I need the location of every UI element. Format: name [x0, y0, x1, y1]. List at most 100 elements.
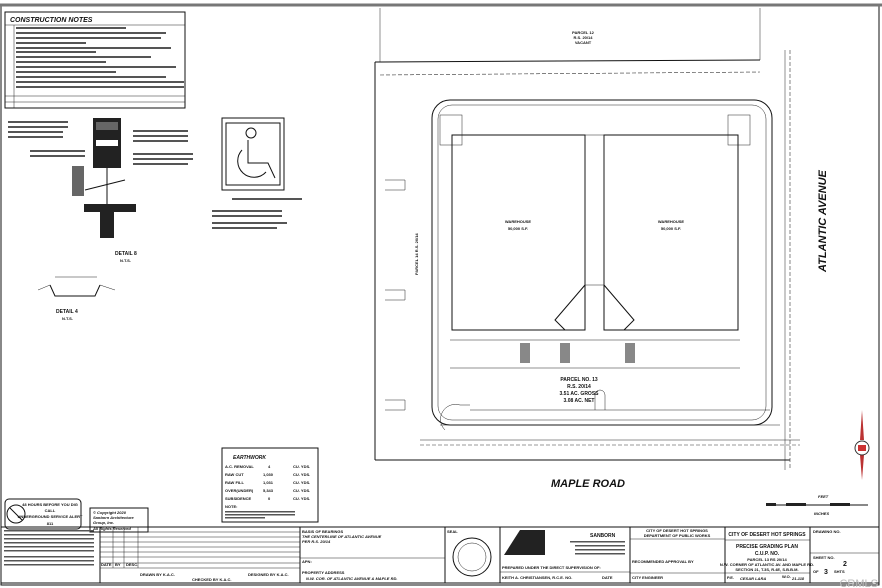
- detail-8-label: DETAIL 8: [115, 251, 137, 257]
- earthwork-label: A.C. REMOVAL: [225, 464, 254, 469]
- parcel-13-net: 3.08 AC. NET: [564, 398, 595, 404]
- engineer-seal: [452, 537, 492, 577]
- earthwork-note-label: NOTE:: [225, 504, 237, 509]
- construction-notes-title: CONSTRUCTION NOTES: [10, 17, 93, 24]
- watermark: CRMLS: [839, 578, 878, 588]
- sheet-total: 3: [824, 569, 828, 576]
- earthwork-value: 5,343: [263, 488, 274, 493]
- of-label: OF: [813, 569, 819, 574]
- wo-label: W.O.: [782, 574, 791, 579]
- location-section: SECTION 21, T.3S, R.4E, S.B.B.M.: [735, 567, 798, 572]
- warehouse-left-label: WAREHOUSE: [505, 219, 532, 224]
- revision-date-header: DATE: [101, 562, 112, 567]
- parcel-12-rs: R.S. 20/14: [574, 35, 594, 40]
- copyright-text: © Copyright 2020: [93, 510, 127, 515]
- dept-city: CITY OF DESERT HOT SPRINGS: [646, 528, 708, 533]
- earthwork-unit: CU. YDS.: [293, 480, 310, 485]
- property-address: N.W. COR. OF ATLANTIC AVENUE & MAPLE RD.: [306, 576, 397, 581]
- copyright-text: All Rights Reserved: [92, 526, 131, 531]
- seal-label: SEAL: [447, 529, 458, 534]
- apn-label: APN:: [302, 559, 312, 564]
- recommended-approval: RECOMMENDED APPROVAL BY: [632, 559, 694, 564]
- parcel-13-rs: R.S. 20/14: [567, 384, 591, 390]
- sheet-no-label: SHEET NO.: [813, 555, 835, 560]
- detail-4-scale: N.T.S.: [62, 316, 73, 321]
- dig-alert-text: UNDERGROUND SERVICE ALERT: [18, 514, 83, 519]
- detail-8-scale: N.T.S.: [120, 258, 131, 263]
- scale-inches-label: INCHES: [814, 511, 829, 516]
- drawing-no-label: DRAWING NO.: [813, 529, 841, 534]
- sheet-border: [0, 4, 880, 586]
- earthwork-label: RAW FILL: [225, 480, 244, 485]
- earthwork-unit: CU. YDS.: [293, 464, 310, 469]
- north-arrow-icon: [854, 410, 870, 480]
- location-corner: N.W. CORNER OF ATLANTIC AV. AND MAPLE RD…: [720, 562, 814, 567]
- plan-title: PRECISE GRADING PLAN: [736, 544, 798, 550]
- basis-of-bearings-label: BASIS OF BEARINGS: [302, 529, 343, 534]
- earthwork-label: OVER(UNDER): [225, 488, 254, 493]
- earthwork-unit: CU. YDS.: [293, 496, 310, 501]
- prepared-under-label: PREPARED UNDER THE DIRECT SUPERVISION OF…: [502, 565, 601, 570]
- firm-name: SANBORN: [590, 533, 616, 539]
- city-title: CITY OF DESERT HOT SPRINGS: [728, 532, 806, 538]
- parcel-13-gross: 3.51 AC. GROSS: [560, 391, 600, 397]
- property-address-label: PROPERTY ADDRESS: [302, 570, 345, 575]
- pe-name: CESAR LARA: [740, 576, 766, 581]
- drawn-by: DRAWN BY K.A.C.: [140, 572, 175, 577]
- parcel-12-label: PARCEL 12: [572, 30, 594, 35]
- checked-by: CHECKED BY K.A.C.: [192, 577, 232, 582]
- basis-of-bearings-ref: PER R.S. 20/14: [302, 539, 331, 544]
- warehouse-left: [451, 134, 586, 331]
- warehouse-right: [603, 134, 739, 331]
- cup-number: C.U.P. NO.: [755, 551, 780, 557]
- title-block: DATE BY DESC. DRAWN BY K.A.C. CHECKED BY…: [0, 526, 880, 584]
- accessible-symbol-detail: [212, 117, 302, 229]
- earthwork-label: RAW CUT: [225, 472, 244, 477]
- copyright-box: © Copyright 2020 Sanborn Architecture Gr…: [89, 507, 149, 533]
- parcel-13-label: PARCEL NO. 13: [560, 377, 598, 383]
- revision-by-header: BY: [115, 562, 121, 567]
- sheet-number: 2: [843, 561, 847, 568]
- detail-4-label: DETAIL 4: [56, 309, 78, 315]
- earthwork-value: 4: [268, 464, 271, 469]
- shts-label: SHTS: [834, 569, 845, 574]
- earthwork-value: 0: [268, 496, 271, 501]
- copyright-text: Group, Inc.: [93, 520, 114, 525]
- copyright-text: Sanborn Architecture: [93, 515, 135, 520]
- dig-alert-text: CALL: [45, 508, 56, 513]
- firm-logo: [504, 530, 545, 555]
- basis-of-bearings-text: THE CENTERLINE OF ATLANTIC AVENUE: [302, 534, 382, 539]
- detail-8-sign: DETAIL 8 N.T.S.: [8, 118, 193, 263]
- warehouse-left-area: 50,000 S.F.: [508, 226, 528, 231]
- earthwork-value: 1,030: [263, 472, 274, 477]
- scale-bar: FEET INCHES: [766, 494, 868, 516]
- detail-4-gutter: DETAIL 4 N.T.S.: [37, 276, 116, 321]
- revision-desc-header: DESC.: [126, 562, 138, 567]
- wo-number: 21-118: [791, 576, 805, 581]
- city-engineer: CITY ENGINEER: [632, 575, 663, 580]
- scale-feet-label: FEET: [818, 494, 829, 499]
- warehouse-right-area: 50,000 S.F.: [661, 226, 681, 231]
- location-parcel: PARCEL 13 RS 20/14: [747, 557, 787, 562]
- designed-by: DESIGNED BY K.A.C.: [248, 572, 289, 577]
- earthwork-table: EARTHWORK A.C. REMOVAL 4 CU. YDS. RAW CU…: [221, 447, 319, 523]
- engineer-name: KEITH A. CHRISTIANSEN, R.C.E. NO.: [502, 575, 572, 580]
- warehouse-right-label: WAREHOUSE: [658, 219, 685, 224]
- maple-road-label: MAPLE ROAD: [551, 478, 625, 490]
- earthwork-unit: CU. YDS.: [293, 472, 310, 477]
- earthwork-unit: CU. YDS.: [293, 488, 310, 493]
- pe-label: P.E.: [727, 575, 734, 580]
- date-label: DATE: [602, 575, 613, 580]
- dig-alert-text: 48 HOURS BEFORE YOU DIG: [22, 502, 78, 507]
- construction-notes: CONSTRUCTION NOTES: [4, 11, 186, 109]
- parcel-14-label: PARCEL 14 R.S. 20/14: [414, 233, 419, 275]
- site-plan: PARCEL 12 R.S. 20/14 VACANT PARCEL 14 R.…: [374, 8, 829, 490]
- dept-name: DEPARTMENT OF PUBLIC WORKS: [644, 533, 711, 538]
- dig-alert-text: 811: [47, 521, 54, 526]
- earthwork-title: EARTHWORK: [233, 455, 266, 461]
- earthwork-label: SUBSIDENCE: [225, 496, 252, 501]
- earthwork-value: 1,031: [263, 480, 274, 485]
- atlantic-avenue-label: ATLANTIC AVENUE: [817, 169, 829, 273]
- parcel-12-status: VACANT: [575, 40, 592, 45]
